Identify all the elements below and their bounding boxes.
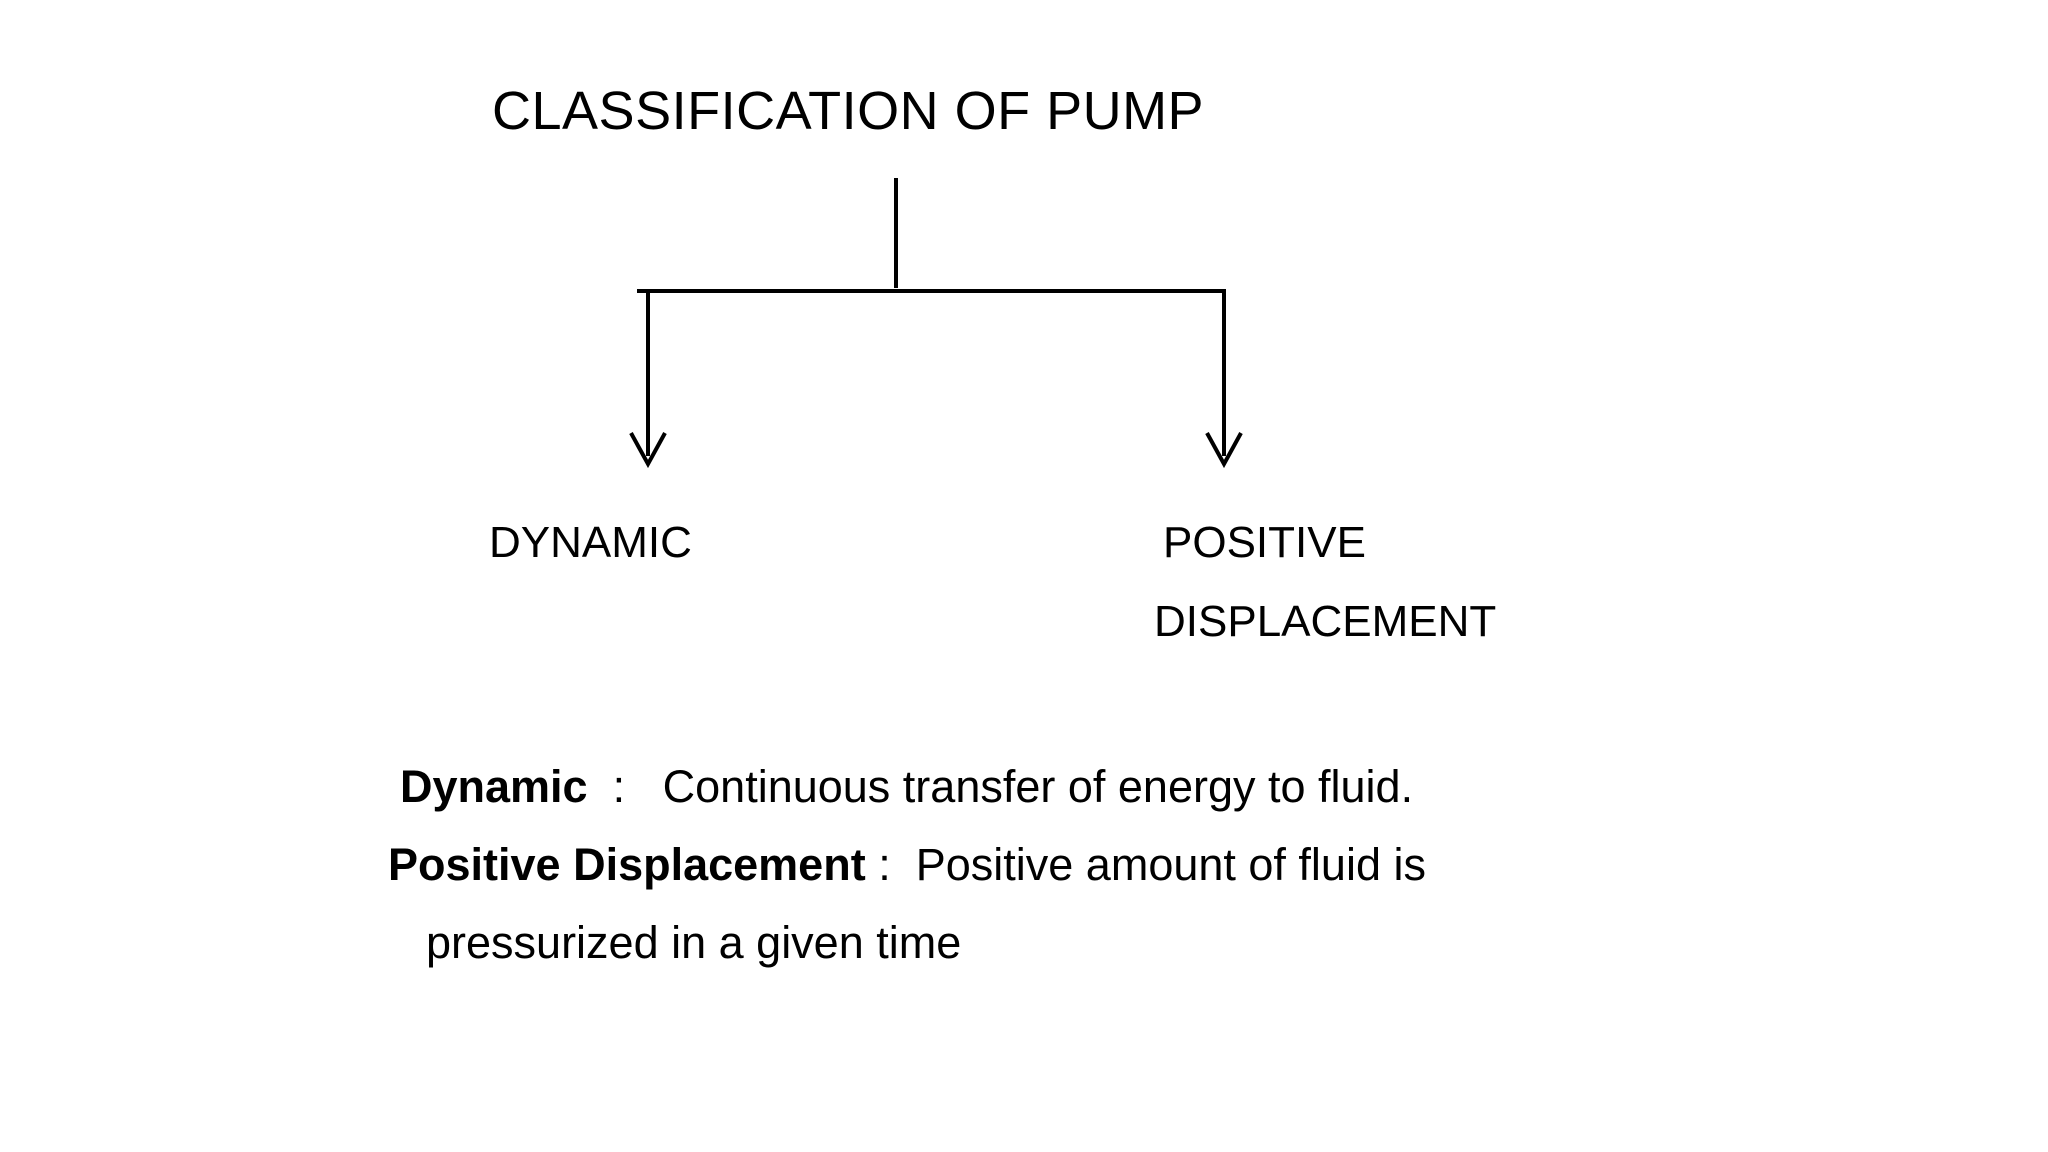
definition-body-positive-displacement: Positive amount of fluid is (915, 839, 1426, 890)
definition-body-dynamic: Continuous transfer of energy to fluid. (662, 761, 1414, 812)
left-branch-arrowhead-icon (629, 432, 667, 469)
definition-continuation-text: pressurized in a given time (426, 917, 962, 968)
definition-separator-positive-displacement: : (878, 839, 891, 890)
definitions-block: Dynamic : Continuous transfer of energy … (380, 748, 1880, 982)
right-branch-arrowhead-icon (1205, 432, 1243, 469)
definition-continuation-positive-displacement: pressurized in a given time (380, 904, 1880, 982)
node-label-dynamic: DYNAMIC (489, 518, 692, 567)
node-label-positive: POSITIVE (1163, 518, 1366, 567)
definition-term-positive-displacement: Positive Displacement (388, 839, 866, 890)
definition-separator-dynamic: : (612, 761, 626, 812)
page-title: CLASSIFICATION OF PUMP (492, 81, 1205, 141)
definition-term-dynamic: Dynamic (400, 761, 588, 812)
definition-positive-displacement: Positive Displacement : Positive amount … (380, 826, 1880, 904)
definition-dynamic: Dynamic : Continuous transfer of energy … (380, 748, 1880, 826)
node-label-displacement: DISPLACEMENT (1154, 597, 1497, 646)
